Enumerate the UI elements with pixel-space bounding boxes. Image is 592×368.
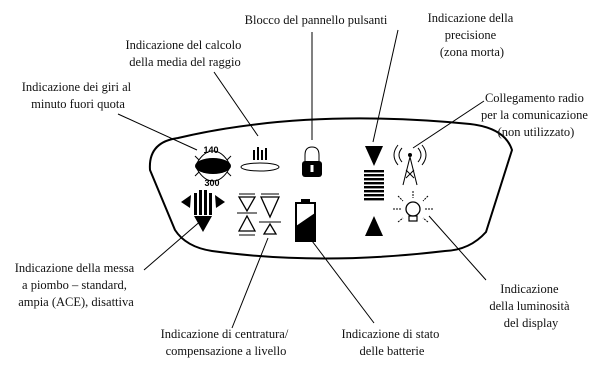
label-centering: Indicazione di centratura/ compensazione… [161, 327, 292, 358]
plumb-icon [181, 190, 225, 232]
lock-icon [302, 146, 322, 177]
svg-text:Indicazione della messa: Indicazione della messa a piombo – stand… [15, 261, 138, 309]
label-precision: Indicazione della precisione (zona morta… [428, 11, 517, 59]
rpm-out-of-range-icon: 140 300 [194, 145, 232, 188]
label-radio-link: Collegamento radio per la comunicazione … [481, 91, 591, 139]
svg-text:Indicazione di centratura/: Indicazione di centratura/ compensazione… [161, 327, 292, 358]
svg-text:Indicazione della lumino: Indicazione della luminosità del display [489, 282, 572, 330]
centering-icon [237, 193, 281, 236]
radius-average-icon [240, 147, 280, 172]
leader-radio-link [412, 100, 485, 149]
leader-radius-average [213, 71, 259, 137]
display-panel-outline [148, 117, 514, 260]
label-battery: Indicazione di stato delle batterie [341, 327, 442, 358]
svg-text:Collegamento radio per l: Collegamento radio per la comunicazione … [481, 91, 591, 139]
label-radius-average: Indicazione del calcolo della media del … [125, 38, 244, 69]
rpm-upper-value: 140 [203, 145, 218, 155]
label-keypad-lock: Blocco del pannello pulsanti [245, 13, 388, 27]
leader-rpm-out-of-range [117, 113, 198, 151]
svg-text:Indicazione del calcolo: Indicazione del calcolo della media del … [125, 38, 244, 69]
leader-centering [231, 237, 269, 329]
radio-antenna-icon [393, 144, 427, 186]
label-plumb: Indicazione della messa a piombo – stand… [15, 261, 138, 309]
label-brightness: Indicazione della luminosità del display [489, 282, 572, 330]
leader-plumb [143, 218, 204, 271]
leader-brightness [428, 215, 487, 281]
leader-battery [305, 232, 375, 324]
svg-text:Indicazione della precis: Indicazione della precisione (zona morta… [428, 11, 517, 59]
precision-icon [364, 146, 384, 236]
leader-precision [372, 29, 399, 143]
svg-text:Indicazione di stato del: Indicazione di stato delle batterie [341, 327, 442, 358]
rpm-lower-value: 300 [204, 178, 219, 188]
label-rpm-out-of-range: Indicazione dei giri al minuto fuori quo… [22, 80, 134, 111]
svg-text:Indicazione dei giri al: Indicazione dei giri al minuto fuori quo… [22, 80, 134, 111]
brightness-icon [393, 191, 433, 223]
svg-text:Blocco del pannello pulsanti: Blocco del pannello pulsanti [245, 13, 388, 27]
battery-icon [295, 199, 316, 242]
